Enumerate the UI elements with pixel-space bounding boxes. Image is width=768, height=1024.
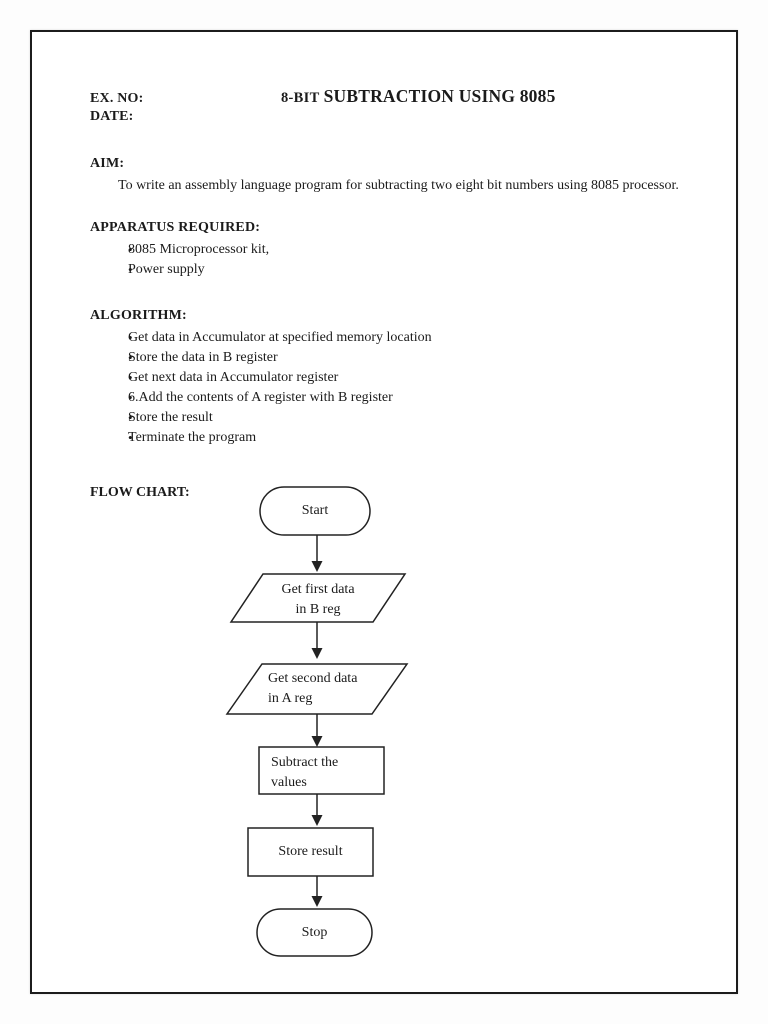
- aim-heading: AIM:: [90, 156, 125, 171]
- terminator-stop-shape: [256, 908, 373, 957]
- aim-section: AIM: To write an assembly language progr…: [90, 154, 679, 195]
- flowchart-node-stop: Stop: [301, 924, 328, 940]
- algorithm-list: • Get data in Accumulator at specified m…: [90, 328, 678, 448]
- arrow-down-icon: [311, 714, 323, 747]
- apparatus-section: APPARATUS REQUIRED: • 8085 Microprocesso…: [90, 218, 678, 280]
- ex-no-label: EX. NO:: [90, 91, 144, 106]
- terminator-start-shape: [259, 486, 371, 536]
- bullet-icon: •: [128, 370, 133, 385]
- bullet-icon: •: [128, 430, 133, 445]
- arrow-down-icon: [311, 876, 323, 907]
- date-label: DATE:: [90, 109, 134, 124]
- page-title-main: SUBTRACTION USING 8085: [323, 86, 556, 106]
- list-item: • Get next data in Accumulator register: [90, 368, 678, 388]
- bullet-icon: •: [128, 330, 133, 345]
- list-item-text: Store the data in B register: [128, 350, 278, 365]
- list-item: • Store the result: [90, 408, 678, 428]
- flowchart-node-store-result: Store result: [278, 844, 343, 859]
- bullet-icon: •: [128, 410, 133, 425]
- aim-text: To write an assembly language program fo…: [118, 178, 679, 193]
- io-first-data-shape: [229, 573, 407, 623]
- flowchart-node-get-second-data: Get second data in A reg: [268, 671, 358, 706]
- arrow-down-icon: [311, 794, 323, 826]
- list-item-text: Get next data in Accumulator register: [128, 370, 339, 385]
- bullet-icon: •: [128, 242, 133, 257]
- arrow-down-icon: [311, 535, 323, 572]
- apparatus-list: • 8085 Microprocessor kit, • Power suppl…: [90, 240, 678, 280]
- bullet-icon: •: [128, 350, 133, 365]
- process-subtract-shape: [258, 746, 385, 795]
- flowchart-shapes: [225, 486, 409, 957]
- list-item-text: 6.Add the contents of A register with B …: [128, 390, 393, 405]
- process-store-shape: [247, 827, 374, 877]
- io-second-data-shape: [225, 663, 409, 715]
- flowchart-heading: FLOW CHART:: [90, 485, 190, 500]
- flowchart-node-start: Start: [301, 503, 329, 518]
- algorithm-section: ALGORITHM: • Get data in Accumulator at …: [90, 306, 678, 448]
- flowchart-node-get-first-data: Get first data in B reg: [281, 582, 355, 617]
- list-item-text: 8085 Microprocessor kit,: [128, 242, 270, 257]
- flowchart-node-subtract: Subtract the values: [271, 755, 339, 790]
- list-item-text: Store the result: [128, 410, 213, 425]
- arrow-down-icon: [311, 622, 323, 659]
- list-item: • Get data in Accumulator at specified m…: [90, 328, 678, 348]
- flowchart: FLOW CHART:: [90, 478, 678, 978]
- algorithm-heading: ALGORITHM:: [90, 308, 187, 323]
- bullet-icon: •: [128, 390, 133, 405]
- apparatus-heading: APPARATUS REQUIRED:: [90, 220, 261, 235]
- list-item-text: Get data in Accumulator at specified mem…: [128, 330, 432, 345]
- list-item: • Terminate the program: [90, 428, 678, 448]
- list-item: • 6.Add the contents of A register with …: [90, 388, 678, 408]
- page-title-prefix: 8-BIT: [281, 90, 320, 106]
- list-item: • 8085 Microprocessor kit,: [90, 240, 678, 260]
- list-item-text: Terminate the program: [128, 430, 257, 445]
- bullet-icon: •: [128, 262, 133, 277]
- list-item: • Power supply: [90, 260, 678, 280]
- list-item-text: Power supply: [128, 262, 205, 277]
- list-item: • Store the data in B register: [90, 348, 678, 368]
